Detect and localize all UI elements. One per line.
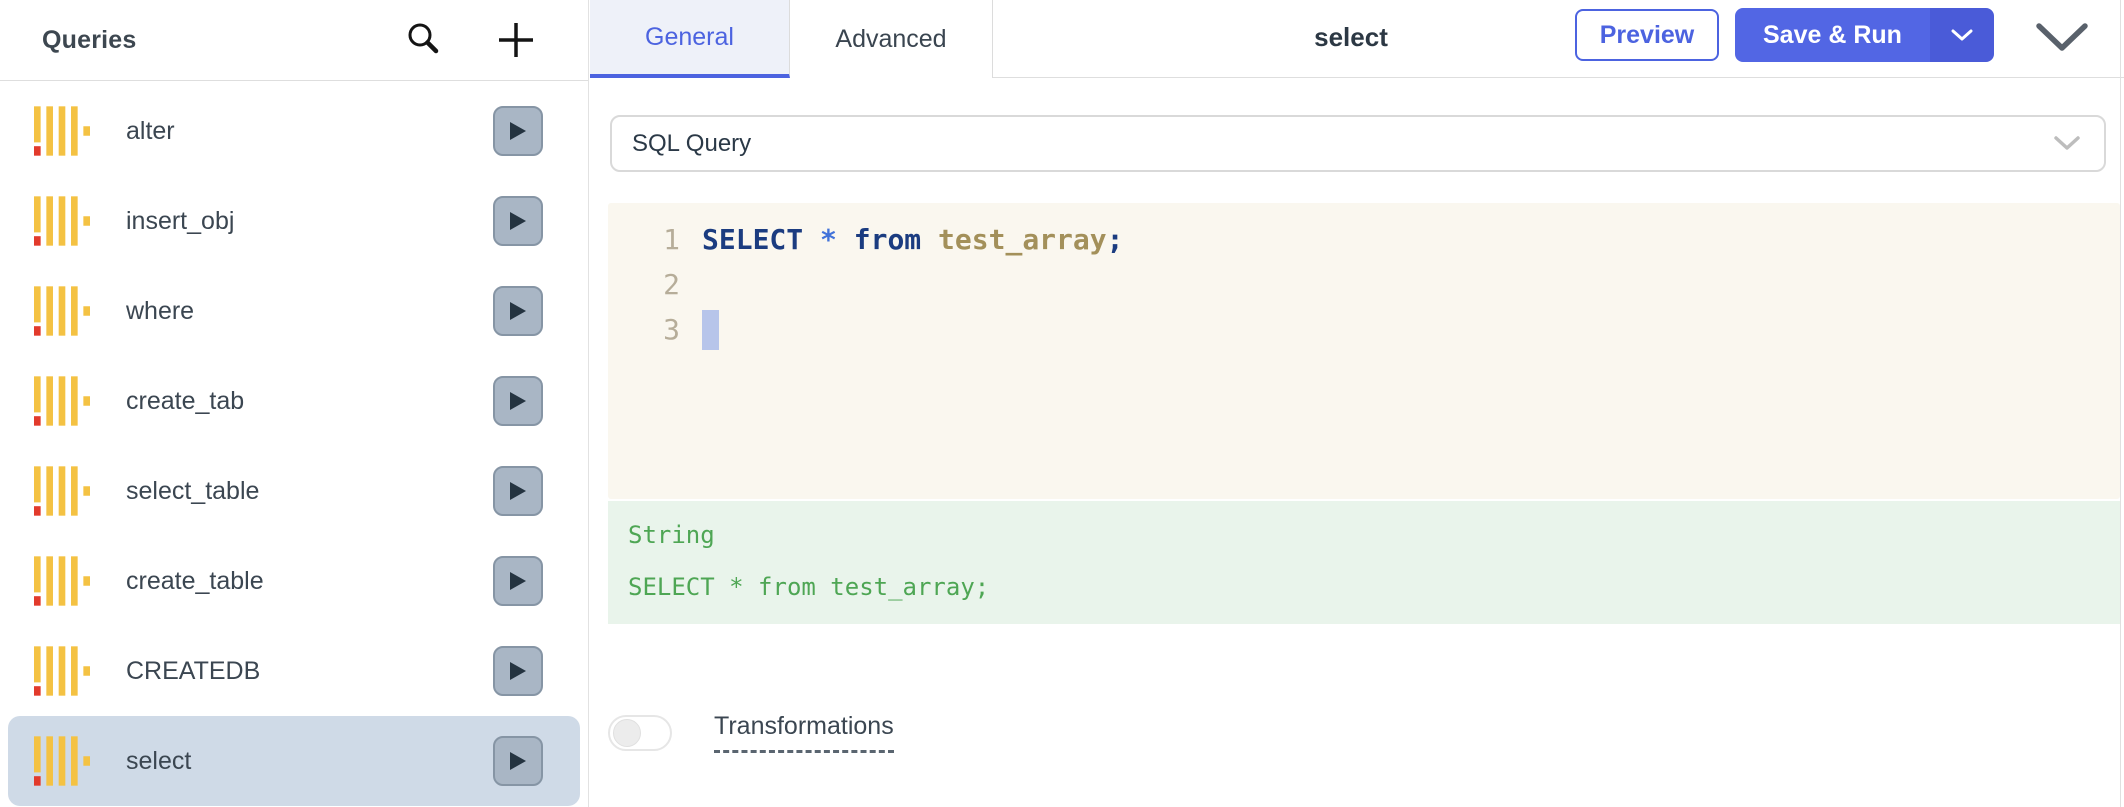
run-query-button[interactable] [493, 376, 543, 426]
save-run-label[interactable]: Save & Run [1735, 8, 1930, 62]
query-list-item[interactable]: CREATEDB [8, 626, 580, 716]
result-type-label: String [628, 521, 715, 549]
play-icon [510, 572, 526, 590]
editor-topbar: General Advanced select Preview Save & R… [590, 0, 2124, 78]
play-icon [510, 482, 526, 500]
clickhouse-query-icon [34, 646, 90, 696]
query-name-label: select [126, 746, 192, 775]
query-name-label: where [126, 296, 195, 325]
sidebar-title: Queries [42, 25, 137, 54]
code-line: 2 [608, 262, 2120, 307]
query-list-item[interactable]: alter [8, 86, 580, 176]
play-icon [510, 392, 526, 410]
query-type-select[interactable]: SQL Query [610, 115, 2106, 172]
query-editor-panel: General Advanced select Preview Save & R… [590, 0, 2124, 807]
result-query-text: SELECT * from test_array; [628, 573, 990, 601]
run-query-button[interactable] [493, 556, 543, 606]
search-icon[interactable] [404, 20, 444, 60]
line-code: SELECT * from test_array; [702, 223, 1124, 256]
query-list-item[interactable]: create_tab [8, 356, 580, 446]
clickhouse-query-icon [34, 556, 90, 606]
tab-bar: General Advanced [590, 0, 993, 78]
play-icon [510, 662, 526, 680]
run-query-button[interactable] [493, 106, 543, 156]
sql-code-editor[interactable]: 1 SELECT * from test_array; 2 3 [608, 203, 2120, 499]
sidebar-header: Queries [0, 0, 588, 81]
code-line: 3 [608, 307, 2120, 352]
play-icon [510, 752, 526, 770]
code-line: 1 SELECT * from test_array; [608, 217, 2120, 262]
save-run-dropdown[interactable] [1929, 8, 1994, 62]
query-name-label: create_tab [126, 386, 245, 415]
page-title: select [1314, 21, 1388, 52]
play-icon [510, 212, 526, 230]
tab-general[interactable]: General [590, 0, 790, 78]
run-query-button[interactable] [493, 466, 543, 516]
transformations-label[interactable]: Transformations [714, 712, 894, 753]
transformations-row: Transformations [608, 712, 894, 753]
add-query-icon[interactable] [496, 20, 536, 60]
query-list-item[interactable]: select [8, 716, 580, 806]
chevron-down-icon [1951, 29, 1973, 41]
query-name-label: select_table [126, 476, 260, 505]
editor-content: SQL Query 1 SELECT * from test_array; 2 … [590, 78, 2124, 807]
save-run-button[interactable]: Save & Run [1735, 8, 1994, 62]
query-list: alter insert_obj [0, 81, 588, 806]
line-number: 2 [663, 268, 680, 301]
run-query-button[interactable] [493, 736, 543, 786]
chevron-down-icon [2036, 23, 2088, 51]
run-query-button[interactable] [493, 286, 543, 336]
play-icon [510, 122, 526, 140]
line-code [702, 309, 719, 350]
line-number: 1 [663, 223, 680, 256]
query-name-label: create_table [126, 566, 264, 595]
queries-sidebar: Queries [0, 0, 589, 807]
query-list-item[interactable]: create_table [8, 536, 580, 626]
line-number: 3 [663, 313, 680, 346]
play-icon [510, 302, 526, 320]
run-query-button[interactable] [493, 646, 543, 696]
run-query-button[interactable] [493, 196, 543, 246]
tab-advanced[interactable]: Advanced [790, 0, 993, 78]
query-name-label: alter [126, 116, 175, 145]
clickhouse-query-icon [34, 106, 90, 156]
transformations-toggle[interactable] [608, 714, 672, 751]
clickhouse-query-icon [34, 376, 90, 426]
clickhouse-query-icon [34, 196, 90, 246]
clickhouse-query-icon [34, 466, 90, 516]
chevron-down-icon [2054, 136, 2080, 150]
query-name-label: CREATEDB [126, 656, 261, 685]
preview-button[interactable]: Preview [1575, 9, 1719, 61]
query-list-item[interactable]: select_table [8, 446, 580, 536]
clickhouse-query-icon [34, 736, 90, 786]
query-list-item[interactable]: where [8, 266, 580, 356]
query-result-preview: String SELECT * from test_array; [608, 501, 2120, 624]
collapse-panel-button[interactable] [2036, 22, 2088, 52]
panel-right-border [2120, 0, 2121, 807]
clickhouse-query-icon [34, 286, 90, 336]
toggle-knob [613, 718, 641, 747]
query-name-label: insert_obj [126, 206, 235, 235]
text-cursor [702, 309, 719, 350]
query-list-item[interactable]: insert_obj [8, 176, 580, 266]
query-type-value: SQL Query [632, 129, 752, 157]
